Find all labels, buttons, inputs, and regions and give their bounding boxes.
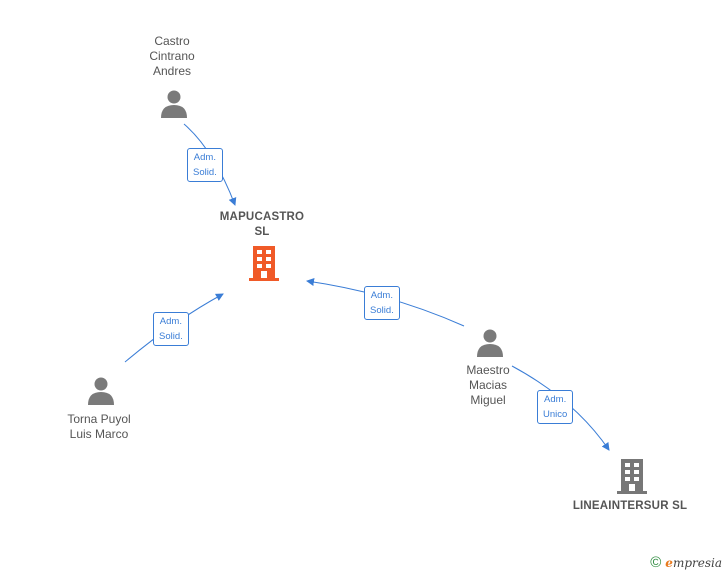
edge-label-maestro-lineaintersur[interactable]: Adm. Unico bbox=[537, 390, 574, 424]
edge-label-torna-mapucastro[interactable]: Adm. Solid. bbox=[153, 312, 189, 346]
node-label-castro: Castro Cintrano Andres bbox=[149, 34, 195, 78]
edge-label-castro-mapucastro[interactable]: Adm. Solid. bbox=[187, 148, 223, 182]
person-icon[interactable] bbox=[86, 376, 116, 406]
node-label-maestro: Maestro Macias Miguel bbox=[466, 363, 510, 407]
person-icon[interactable] bbox=[475, 328, 505, 358]
building-icon[interactable] bbox=[616, 458, 648, 494]
brand-logo: empresia bbox=[665, 555, 722, 570]
node-label-mapucastro: MAPUCASTRO SL bbox=[219, 211, 305, 238]
node-label-torna: Torna Puyol Luis Marco bbox=[67, 412, 131, 441]
building-icon[interactable] bbox=[248, 245, 280, 281]
person-icon[interactable] bbox=[159, 89, 189, 119]
edge-label-maestro-mapucastro[interactable]: Adm. Solid. bbox=[364, 286, 400, 320]
node-label-lineaintersur: LINEAINTERSUR SL bbox=[572, 500, 688, 512]
copyright-icon: © bbox=[650, 554, 662, 571]
footer-brand: © empresia bbox=[650, 554, 722, 571]
